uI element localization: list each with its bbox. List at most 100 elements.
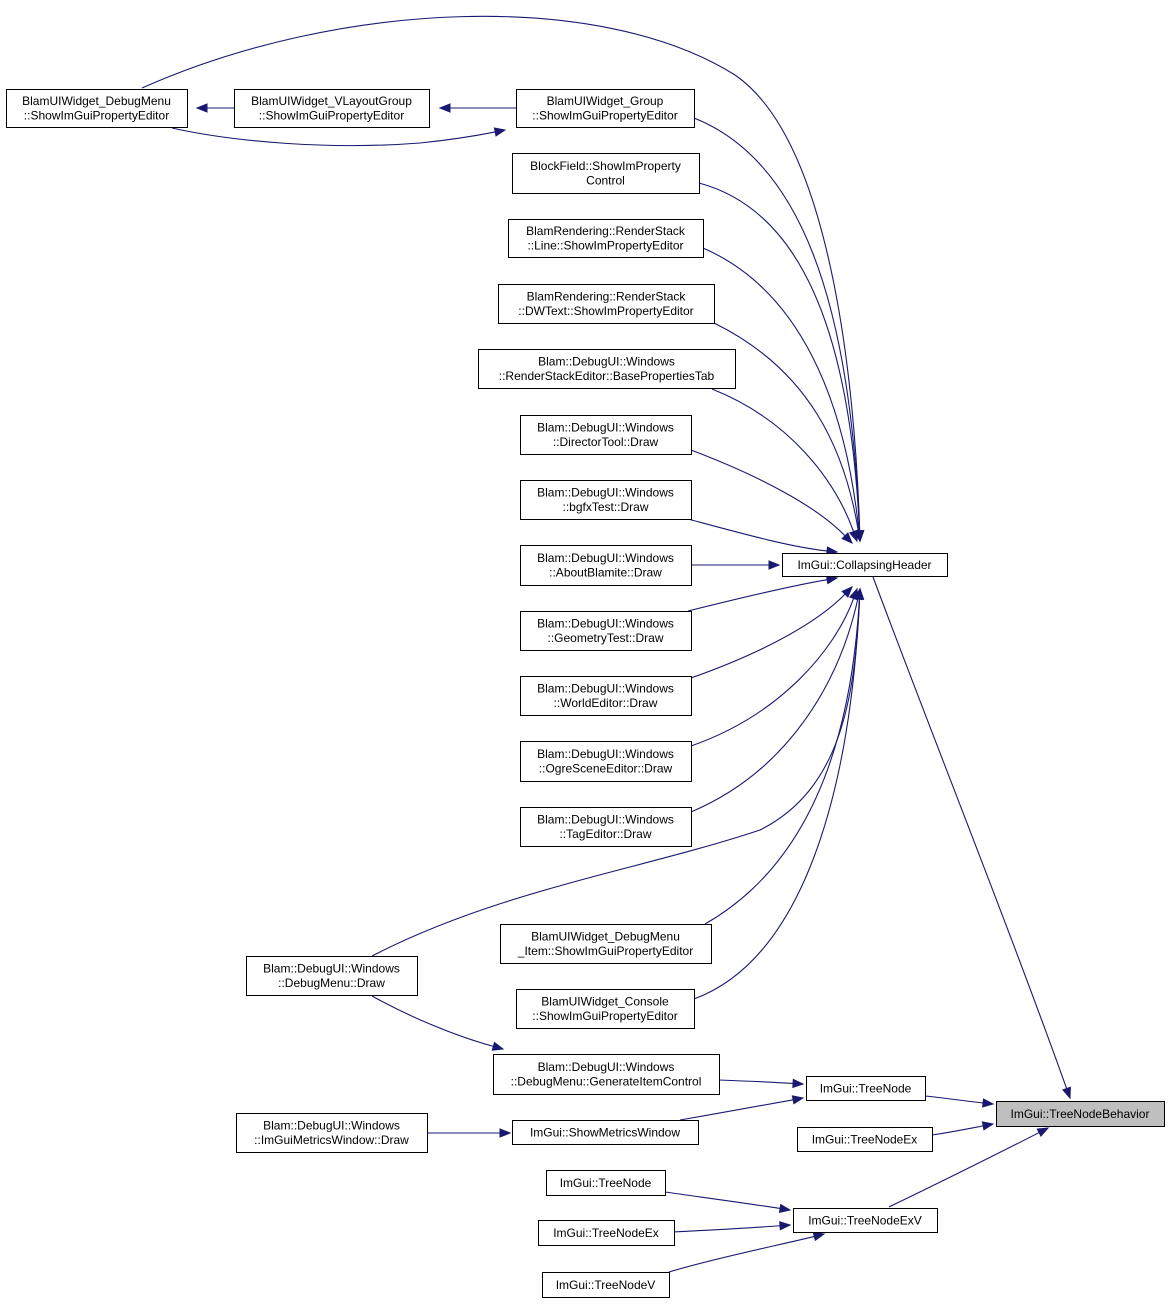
node-label-line: Blam::DebugUI::Windows [537, 747, 674, 761]
node-treenodev[interactable]: ImGui::TreeNodeV [542, 1272, 670, 1298]
edge-debugmenu_draw-to-gen_item_control [371, 995, 505, 1051]
node-box [782, 553, 948, 577]
node-box [512, 153, 700, 194]
node-show-metrics[interactable]: ImGui::ShowMetricsWindow [512, 1120, 699, 1145]
node-box [797, 1127, 933, 1152]
node-bgfx-test[interactable]: Blam::DebugUI::Windows::bgfxTest::Draw [520, 480, 692, 520]
node-treenode-a[interactable]: ImGui::TreeNode [806, 1076, 926, 1101]
node-label-line: BlamUIWidget_Console [541, 995, 669, 1009]
edge-treenodeexv-to-treenode_behavior [888, 1127, 1050, 1208]
node-label-line: BlamRendering::RenderStack [526, 224, 686, 238]
node-label-line: ImGui::TreeNodeEx [553, 1226, 659, 1240]
node-label-line: Blam::DebugUI::Windows [537, 617, 674, 631]
edge-rs_dwtext-to-collapsing_header [713, 322, 863, 543]
node-label-line: ::bgfxTest::Draw [562, 500, 648, 514]
node-treenodeexv[interactable]: ImGui::TreeNodeExV [793, 1208, 938, 1233]
edge-director_tool-to-collapsing_header [690, 449, 853, 544]
node-label-line: ::ShowImGuiPropertyEditor [532, 109, 677, 123]
edge-line [664, 1191, 781, 1210]
node-treenodeex-a[interactable]: ImGui::TreeNodeEx [797, 1127, 933, 1152]
arrowhead-icon [981, 1121, 995, 1131]
node-label-line: ImGui::CollapsingHeader [797, 558, 931, 572]
node-label-line: Blam::DebugUI::Windows [537, 813, 674, 827]
node-debugmenu-editor[interactable]: BlamUIWidget_DebugMenu::ShowImGuiPropert… [6, 89, 188, 128]
arrowhead-icon [1036, 1127, 1050, 1137]
node-metrics-draw[interactable]: Blam::DebugUI::Windows::ImGuiMetricsWind… [236, 1113, 428, 1153]
edge-about_blamite-to-collapsing_header [690, 560, 781, 570]
node-box [516, 989, 695, 1029]
edge-line [371, 598, 861, 957]
node-label-line: ::ShowImGuiPropertyEditor [259, 109, 404, 123]
node-treenode-behavior[interactable]: ImGui::TreeNodeBehavior [996, 1101, 1165, 1127]
node-label-line: ::TagEditor::Draw [559, 827, 651, 841]
edge-geometry_test-to-collapsing_header [687, 575, 839, 612]
arrowhead-icon [779, 1221, 792, 1231]
node-rs-line[interactable]: BlamRendering::RenderStack::Line::ShowIm… [508, 219, 704, 258]
edge-line [713, 322, 859, 532]
node-box [806, 1076, 926, 1101]
node-rs-editor-tab[interactable]: Blam::DebugUI::Windows::RenderStackEdito… [478, 349, 736, 389]
node-box [493, 1054, 720, 1095]
node-box [793, 1208, 938, 1233]
node-world-editor[interactable]: Blam::DebugUI::Windows::WorldEditor::Dra… [520, 676, 692, 716]
node-label-line: ::AboutBlamite::Draw [549, 566, 662, 580]
edge-line [690, 449, 846, 537]
node-label-line: ImGui::TreeNodeBehavior [1011, 1107, 1150, 1121]
arrowhead-icon [792, 1078, 805, 1089]
edge-treenode_b-to-treenodeexv [664, 1191, 792, 1214]
node-label-line: ::Line::ShowImPropertyEditor [527, 239, 683, 253]
node-about-blamite[interactable]: Blam::DebugUI::Windows::AboutBlamite::Dr… [520, 545, 692, 586]
edge-group_editor-to-collapsing_header [693, 117, 865, 543]
arrowhead-icon [493, 127, 507, 137]
node-label-line: Blam::DebugUI::Windows [538, 355, 675, 369]
edge-bgfx_test-to-collapsing_header [687, 518, 839, 556]
node-label-line: _Item::ShowImGuiPropertyEditor [517, 944, 693, 958]
node-label-line: Blam::DebugUI::Windows [537, 682, 674, 696]
node-director-tool[interactable]: Blam::DebugUI::Windows::DirectorTool::Dr… [520, 415, 692, 455]
edge-line [371, 995, 494, 1047]
node-label-line: Control [586, 174, 625, 188]
node-debugmenu-draw[interactable]: Blam::DebugUI::Windows::DebugMenu::Draw [246, 956, 418, 996]
edge-treenodeex_b-to-treenodeexv [673, 1221, 792, 1233]
arrowhead-icon [841, 586, 853, 598]
node-label-line: ImGui::TreeNode [560, 1176, 652, 1190]
node-label-line: Blam::DebugUI::Windows [537, 551, 674, 565]
node-group-editor[interactable]: BlamUIWidget_Group::ShowImGuiPropertyEdi… [516, 89, 695, 128]
node-vlayout-editor[interactable]: BlamUIWidget_VLayoutGroup::ShowImGuiProp… [234, 89, 430, 128]
node-box [542, 1272, 670, 1298]
arrowhead-icon [854, 587, 865, 600]
edge-treenodev-to-treenodeexv [668, 1231, 826, 1273]
node-box [236, 1113, 428, 1153]
arrowhead-icon [841, 532, 853, 544]
node-label-line: ::DebugMenu::Draw [278, 976, 385, 990]
arrowhead-icon [791, 1095, 805, 1105]
node-treenode-b[interactable]: ImGui::TreeNode [546, 1170, 666, 1196]
arrowhead-icon [491, 1041, 505, 1051]
node-label-line: ::WorldEditor::Draw [554, 696, 658, 710]
node-tag-editor[interactable]: Blam::DebugUI::Windows::TagEditor::Draw [520, 807, 692, 847]
edge-line [687, 579, 828, 612]
node-collapsing-header[interactable]: ImGui::CollapsingHeader [782, 553, 948, 577]
node-box [520, 480, 692, 520]
node-console-editor[interactable]: BlamUIWidget_Console::ShowImGuiPropertyE… [516, 989, 695, 1029]
node-debugmenu-item[interactable]: BlamUIWidget_DebugMenu_Item::ShowImGuiPr… [500, 924, 712, 964]
arrowhead-icon [778, 1203, 792, 1214]
node-treenodeex-b[interactable]: ImGui::TreeNodeEx [538, 1220, 675, 1246]
nodes-layer: BlamUIWidget_DebugMenu::ShowImGuiPropert… [6, 89, 1165, 1298]
node-geometry-test[interactable]: Blam::DebugUI::Windows::GeometryTest::Dr… [520, 611, 692, 651]
edge-debugmenu_editor-to-group_editor [171, 127, 507, 147]
node-label-line: Blam::DebugUI::Windows [538, 1060, 675, 1074]
node-box [516, 89, 695, 128]
node-box [520, 611, 692, 651]
node-label-line: ImGui::TreeNodeExV [808, 1213, 922, 1227]
node-label-line: ImGui::TreeNode [820, 1081, 912, 1095]
node-label-line: ::DirectorTool::Draw [553, 435, 659, 449]
node-rs-dwtext[interactable]: BlamRendering::RenderStack::DWText::Show… [498, 284, 715, 324]
node-ogre-scene[interactable]: Blam::DebugUI::Windows::OgreSceneEditor:… [520, 741, 692, 782]
node-label-line: Blam::DebugUI::Windows [537, 421, 674, 435]
node-gen-item-control[interactable]: Blam::DebugUI::Windows::DebugMenu::Gener… [493, 1054, 720, 1095]
edge-line [687, 518, 828, 552]
node-box [520, 545, 692, 586]
